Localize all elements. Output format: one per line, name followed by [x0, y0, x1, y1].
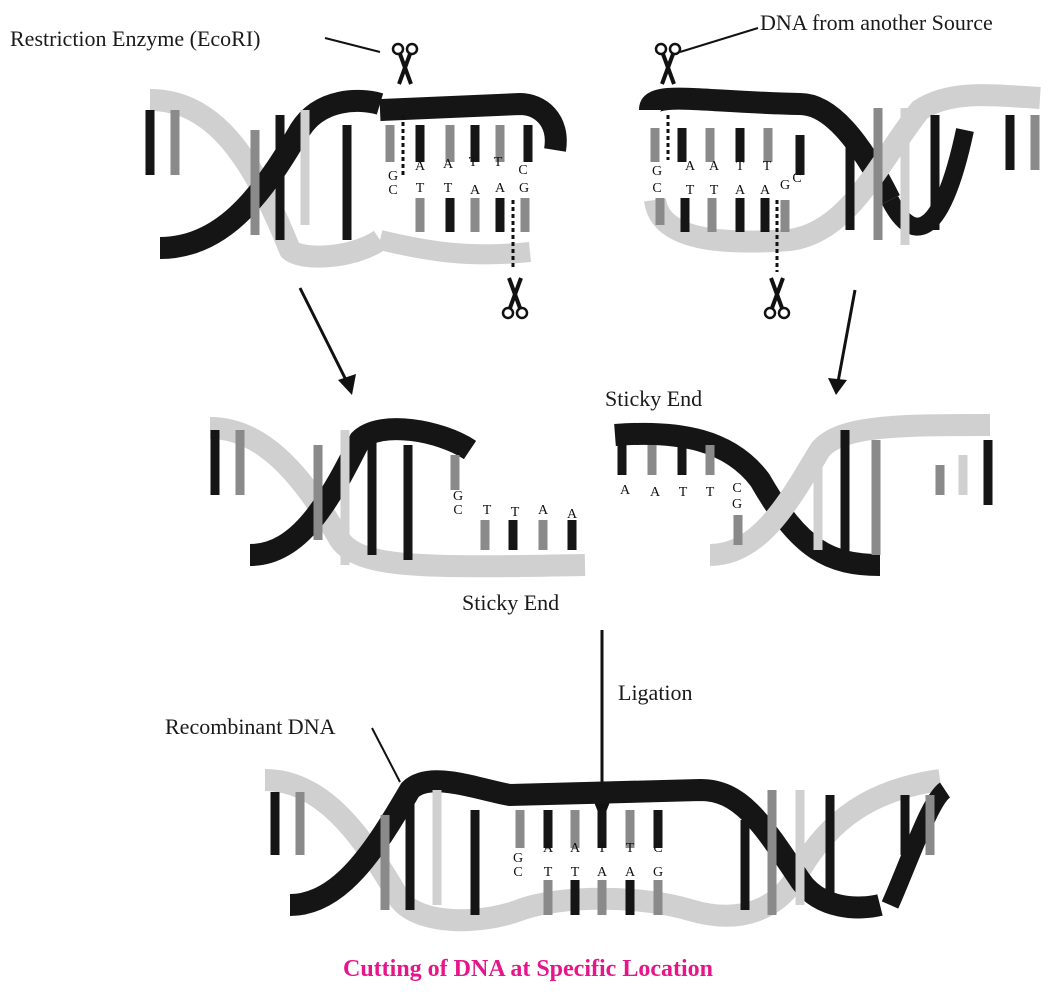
base-label: A: [567, 507, 578, 522]
base-label: T: [544, 865, 553, 880]
base-label: T: [469, 155, 478, 170]
helix-recombinant: G C A A T T C T T A A G: [265, 780, 945, 920]
recombinant-leader-line: [372, 728, 400, 782]
ligation-label: Ligation: [618, 682, 693, 704]
base-label: T: [763, 159, 772, 174]
arrow: [838, 290, 855, 382]
base-label: T: [483, 503, 492, 518]
base-label: C: [653, 841, 662, 856]
enzyme-leader-line: [325, 38, 380, 52]
base-label: G: [780, 178, 790, 193]
base-label: C: [652, 181, 661, 196]
base-label: T: [444, 181, 453, 196]
fragment-left: G C T T A A: [210, 428, 585, 566]
base-label: A: [620, 483, 631, 498]
base-label: G: [453, 489, 463, 504]
arrow: [300, 288, 347, 382]
fragment-right: A A T T C G: [615, 425, 990, 565]
base-label: A: [415, 159, 426, 174]
base-label: C: [792, 171, 801, 186]
base-label: T: [706, 485, 715, 500]
source-leader-line: [680, 28, 758, 52]
recombinant-dna-label: Recombinant DNA: [165, 716, 335, 738]
base-label: C: [388, 183, 397, 198]
base-label: T: [511, 505, 520, 520]
scissors-icon: [393, 44, 417, 84]
base-label: C: [518, 163, 527, 178]
base-label: G: [513, 851, 523, 866]
base-label: C: [453, 503, 462, 518]
base-label: T: [571, 865, 580, 880]
base-label: C: [732, 481, 741, 496]
base-label: T: [494, 155, 503, 170]
base-label: G: [732, 497, 742, 512]
base-label: A: [650, 485, 661, 500]
scissors-icon: [503, 278, 527, 318]
base-label: A: [443, 157, 454, 172]
scissors-icon: [656, 44, 680, 84]
base-label: G: [519, 181, 529, 196]
base-label: A: [709, 159, 720, 174]
helix-top-right: G C A A T T T T A A G C: [650, 95, 1040, 272]
sticky-end-label-top: Sticky End: [605, 388, 702, 410]
base-label: C: [513, 865, 522, 880]
arrow-head: [338, 374, 356, 395]
base-label: T: [598, 841, 607, 856]
base-label: G: [388, 169, 398, 184]
base-label: A: [543, 841, 554, 856]
base-label: A: [625, 865, 636, 880]
arrow-head: [828, 378, 847, 395]
base-label: A: [495, 181, 506, 196]
scissors-icon: [765, 278, 789, 318]
helix-top-left: G C A A T T C T T A A G: [150, 100, 556, 270]
base-label: T: [686, 183, 695, 198]
source-label: DNA from another Source: [760, 12, 993, 34]
base-label: A: [538, 503, 549, 518]
base-label: A: [597, 865, 608, 880]
base-label: A: [570, 841, 581, 856]
base-label: A: [735, 183, 746, 198]
base-label: T: [679, 485, 688, 500]
enzyme-label: Restriction Enzyme (EcoRI): [10, 28, 260, 50]
base-label: G: [652, 164, 662, 179]
base-label: T: [416, 181, 425, 196]
figure-caption: Cutting of DNA at Specific Location: [0, 957, 1056, 981]
base-label: A: [760, 183, 771, 198]
base-label: T: [736, 159, 745, 174]
base-label: T: [626, 841, 635, 856]
base-label: A: [470, 183, 481, 198]
base-label: A: [685, 159, 696, 174]
base-label: T: [710, 183, 719, 198]
sticky-end-label-bottom: Sticky End: [462, 592, 559, 614]
base-label: G: [653, 865, 663, 880]
